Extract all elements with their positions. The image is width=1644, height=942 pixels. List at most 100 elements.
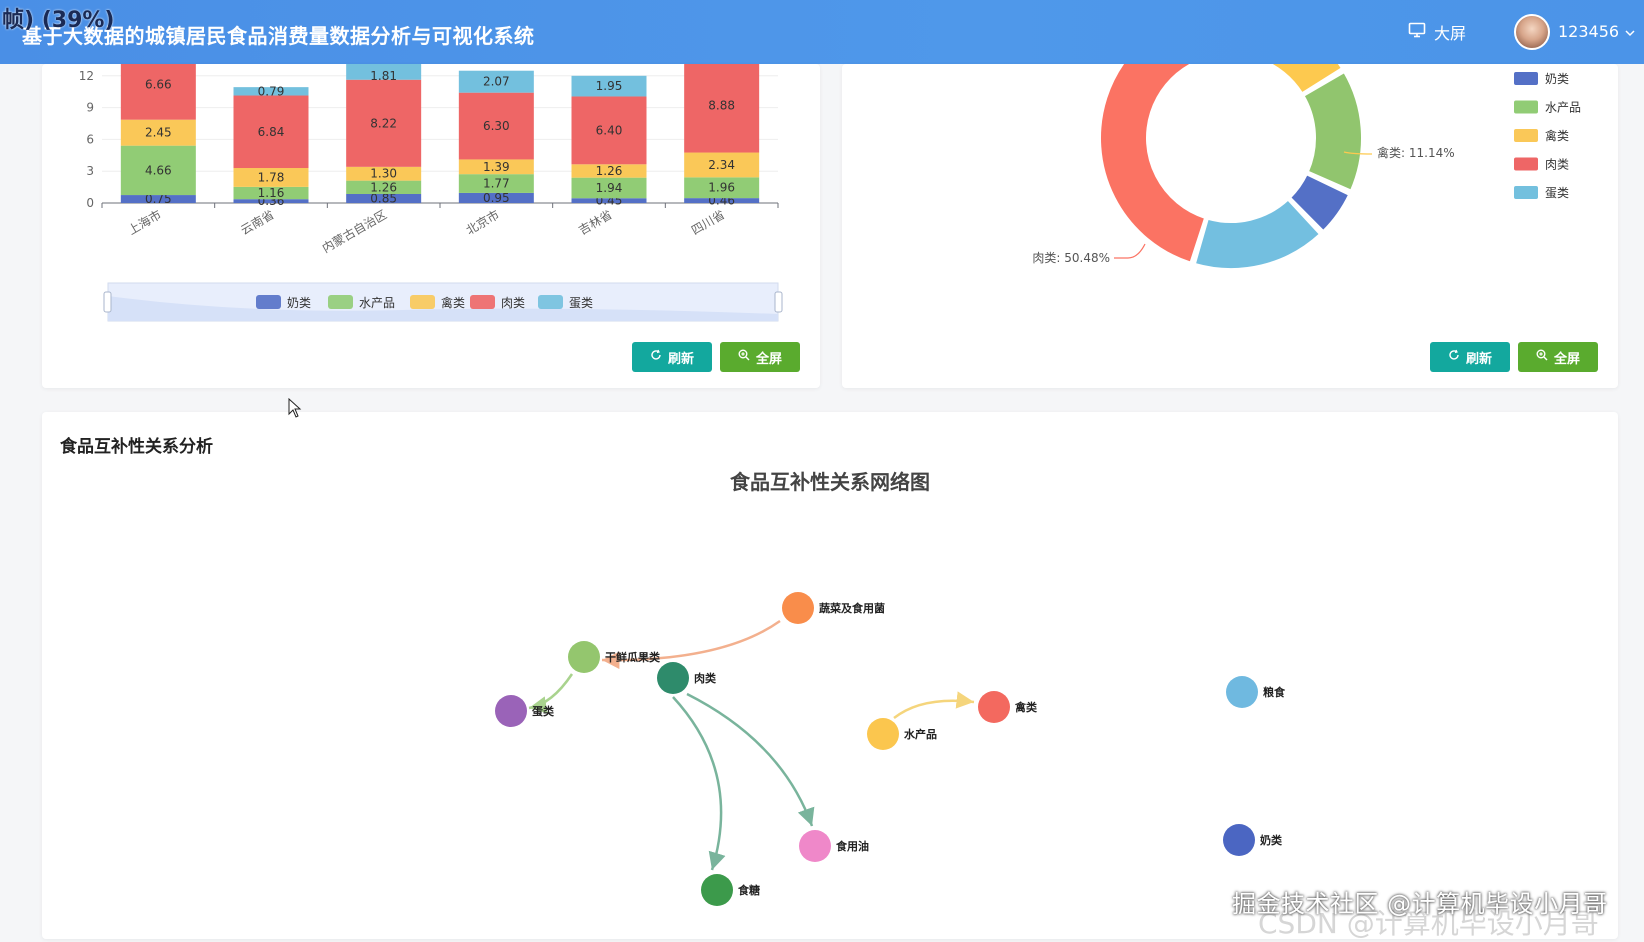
network-link	[686, 692, 815, 827]
legend-label: 蛋类	[1545, 186, 1569, 200]
y-tick-label: 12	[79, 69, 94, 83]
legend-swatch	[470, 295, 495, 309]
bar-segment	[120, 60, 196, 120]
bar-segment	[571, 198, 647, 203]
bar-value-label: 1.30	[370, 167, 397, 181]
network-node	[1223, 824, 1255, 856]
slice-label-meat: 肉类: 50.48%	[1032, 251, 1110, 265]
bar-value-label: 4.66	[145, 163, 172, 177]
bar-segment	[571, 96, 647, 165]
bar-value-label: 6.40	[596, 123, 623, 137]
bar-value-label: 0.79	[258, 84, 285, 98]
bar-value-label: 1.39	[483, 160, 510, 174]
legend-label: 肉类	[1545, 158, 1569, 172]
network-node	[782, 592, 814, 624]
network-node-label: 禽类	[1014, 700, 1038, 714]
bar-value-label: 2.45	[145, 126, 172, 140]
bar-value-label: 0.95	[483, 191, 510, 205]
network-node	[1226, 676, 1258, 708]
bar-value-label: 1.26	[596, 164, 623, 178]
x-tick-label: 四川省	[689, 207, 727, 237]
bar-segment	[571, 164, 647, 178]
fps-overlay: 帧) (39%)	[2, 8, 115, 33]
refresh-button[interactable]: 刷新	[632, 342, 712, 372]
bar-value-label: 1.77	[483, 177, 510, 191]
network-node-label: 蔬菜及食用菌	[819, 601, 885, 615]
watermark-csdn: CSDN @计算机毕设小月哥	[1258, 907, 1599, 940]
fullscreen-label: 全屏	[1553, 351, 1580, 367]
zoom-in-icon	[738, 349, 750, 365]
refresh-label: 刷新	[667, 351, 694, 367]
bar-segment	[458, 70, 534, 93]
section-title: 食品互补性关系分析	[60, 437, 213, 457]
x-tick-label: 北京市	[463, 207, 502, 238]
bar-value-label: 0.75	[145, 192, 172, 206]
legend-swatch	[1514, 157, 1538, 171]
bar-segment	[684, 177, 760, 199]
y-tick-label: 0	[86, 196, 94, 210]
bar-segment	[233, 95, 309, 169]
donut-group	[1099, 64, 1363, 270]
slider-shadow	[108, 296, 778, 321]
x-tick-label: 内蒙古自治区	[319, 207, 389, 256]
refresh-label: 刷新	[1465, 351, 1492, 367]
bar-segment	[346, 193, 422, 203]
app-title: 基于大数据的城镇居民食品消费量数据分析与可视化系统	[22, 24, 535, 48]
bar-segment	[346, 60, 422, 80]
data-zoom-slider	[103, 282, 783, 322]
bar-value-label: 1.81	[370, 69, 397, 83]
mouse-cursor-icon	[288, 397, 302, 422]
stacked-bar-chart: 0369120.754.662.456.66上海市0.361.161.786.8…	[79, 60, 783, 322]
bigscreen-button[interactable]: 大屏	[1408, 20, 1466, 44]
fullscreen-button[interactable]: 全屏	[1518, 342, 1598, 372]
legend-swatch	[1514, 186, 1538, 199]
donut-slice	[1268, 64, 1343, 95]
bar-value-label: 1.78	[258, 170, 285, 184]
bar-segment	[233, 168, 309, 187]
bar-value-label: 1.26	[370, 180, 397, 194]
donut-slice	[1099, 64, 1207, 264]
label-line-poultry	[1343, 151, 1373, 155]
bar-segment	[458, 159, 534, 175]
slider-handle-left	[103, 291, 112, 313]
top-bar: 基于大数据的城镇居民食品消费量数据分析与可视化系统 帧) (39%) 大屏 12…	[0, 0, 1644, 64]
bar-value-label: 6.84	[258, 125, 285, 139]
legend-swatch	[1514, 129, 1538, 142]
refresh-button[interactable]: 刷新	[1430, 342, 1510, 372]
legend-label: 奶类	[287, 296, 311, 310]
bar-segment	[346, 180, 422, 194]
y-tick-label: 6	[86, 132, 94, 146]
bar-segment	[346, 79, 422, 167]
donut-slice	[1302, 71, 1363, 192]
x-tick-label: 云南省	[238, 207, 277, 238]
x-tick-label: 上海市	[125, 207, 164, 238]
legend-label: 水产品	[1545, 101, 1581, 115]
bar-segment	[571, 177, 647, 199]
network-node-label: 干鲜瓜果类	[605, 650, 661, 664]
user-menu[interactable]: 123456	[1558, 22, 1635, 41]
x-tick-label: 吉林省	[576, 207, 614, 237]
pie-chart-card: 禽类: 11.14%肉类: 50.48%奶类水产品禽类肉类蛋类 刷新 全屏	[842, 64, 1618, 388]
network-node	[701, 874, 733, 906]
bar-segment	[233, 186, 309, 200]
network-link	[528, 673, 574, 714]
network-node	[978, 691, 1010, 723]
bar-value-label: 2.07	[483, 75, 510, 89]
network-card: 食品互补性关系分析 食品互补性关系网络图 蔬菜及食用菌干鲜瓜果类肉类蛋类禽类水产…	[42, 412, 1618, 939]
network-node	[657, 662, 689, 694]
donut-slice	[1289, 173, 1351, 233]
network-link	[601, 619, 781, 670]
legend-label: 水产品	[359, 296, 395, 310]
bar-segment	[120, 145, 196, 196]
network-link	[893, 691, 975, 719]
bar-value-label: 1.95	[596, 79, 623, 93]
bigscreen-label: 大屏	[1434, 24, 1467, 43]
bar-segment	[571, 75, 647, 97]
fullscreen-button[interactable]: 全屏	[720, 342, 800, 372]
y-tick-label: 9	[86, 101, 94, 115]
network-node-label: 食用油	[836, 839, 869, 853]
y-tick-label: 3	[86, 164, 94, 178]
avatar[interactable]	[1514, 14, 1550, 50]
